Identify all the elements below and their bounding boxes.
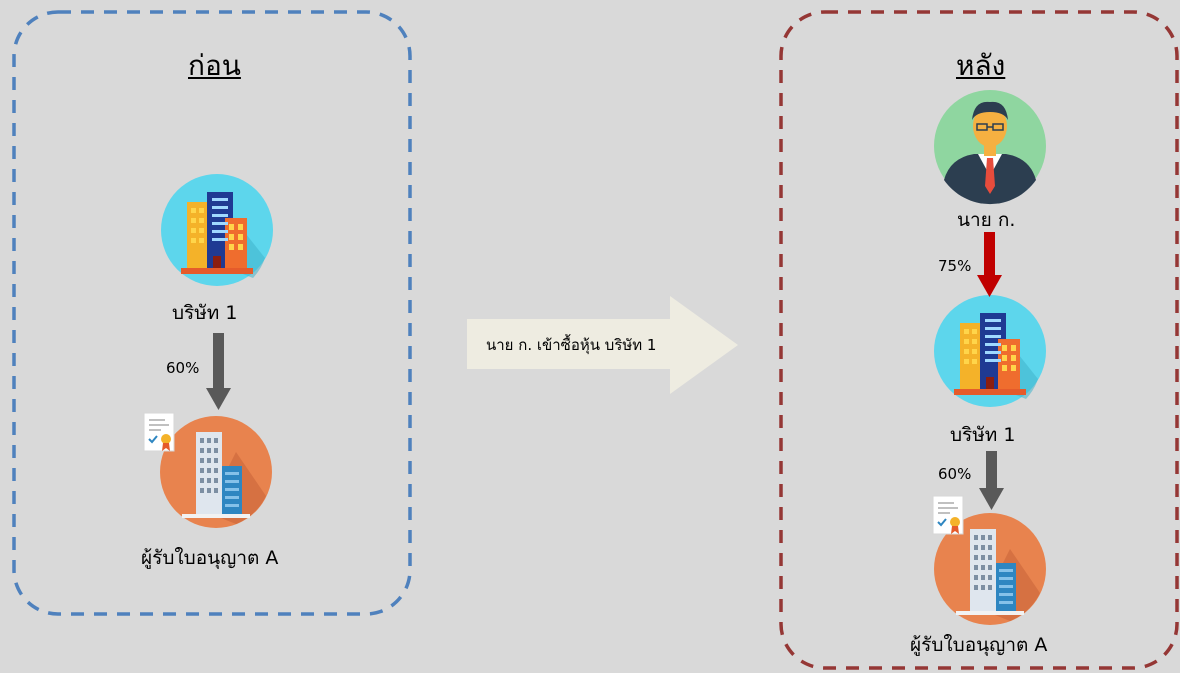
after-company-label: บริษัท 1 [950,424,1016,446]
transition-arrow [467,296,738,394]
before-title: ก่อน [188,49,241,82]
after-company-edge-percent: 60% [938,465,972,483]
after-person-edge-percent: 75% [938,257,972,275]
before-licensee-icon [160,416,272,528]
before-ownership-arrow [206,333,231,410]
before-licensee-label: ผู้รับใบอนุญาต A [141,547,279,569]
after-person-icon [933,89,1047,205]
after-title: หลัง [956,49,1006,82]
transition-label: นาย ก. เข้าซื้อหุ้น บริษัท 1 [486,336,657,354]
after-certificate-icon [932,495,964,535]
after-person-ownership-arrow [977,232,1002,297]
before-panel-border [12,10,412,616]
after-company-ownership-arrow [979,451,1004,510]
after-licensee-label: ผู้รับใบอนุญาต A [910,634,1048,656]
before-certificate-icon [143,412,175,452]
after-person-label: นาย ก. [957,209,1016,231]
before-company-label: บริษัท 1 [172,302,238,324]
before-company-icon [161,174,273,286]
before-edge-percent: 60% [166,359,200,377]
after-company-icon [934,295,1046,407]
